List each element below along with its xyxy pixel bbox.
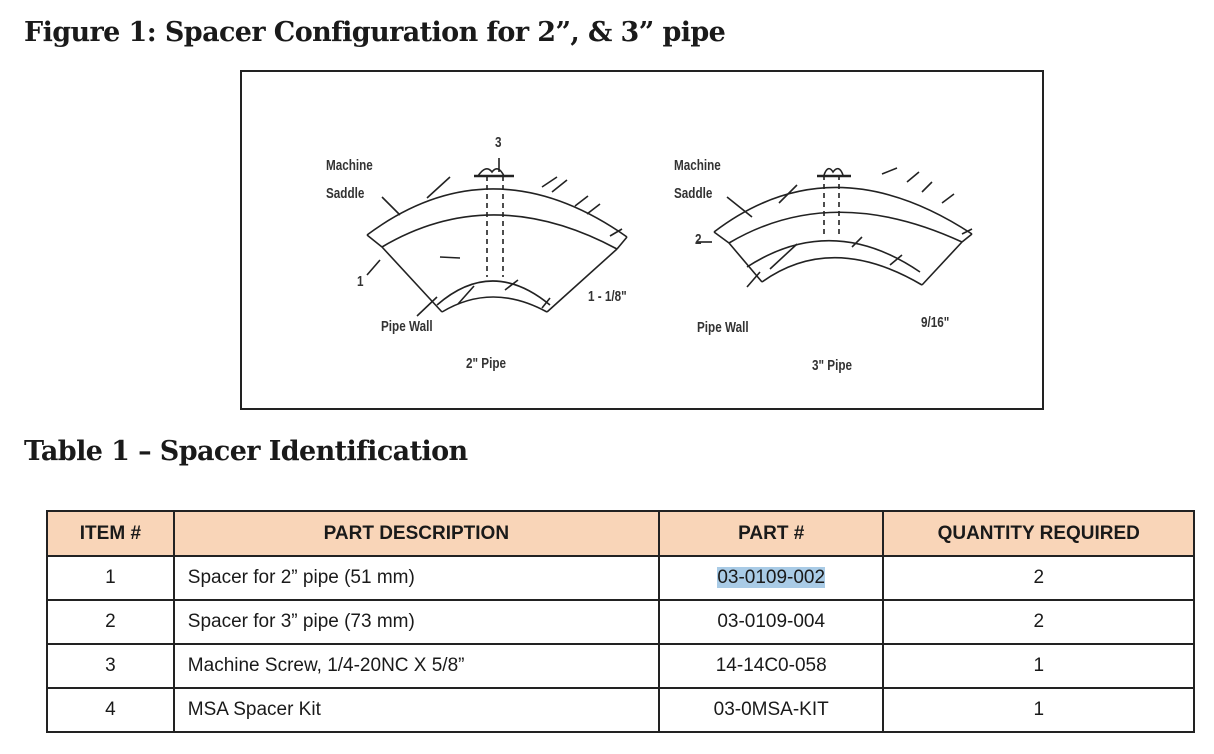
column-header-item: ITEM # <box>46 510 175 557</box>
part-number-cell: 03-0109-002 <box>657 555 885 601</box>
table-row: 2 Spacer for 3” pipe (73 mm) 03-0109-004… <box>46 599 1195 645</box>
spacer-diagram-drawing <box>366 158 973 317</box>
right-label-saddle: Saddle <box>674 185 713 202</box>
right-callout-2: 2 <box>695 231 702 248</box>
table-header-row: ITEM # PART DESCRIPTION PART # QUANTITY … <box>46 510 1195 557</box>
left-label-machine: Machine <box>326 157 373 174</box>
figure-title: Figure 1: Spacer Configuration for 2”, &… <box>24 17 726 48</box>
part-number: 03-0109-004 <box>657 599 885 645</box>
part-description: Spacer for 2” pipe (51 mm) <box>172 555 660 601</box>
spacer-identification-table: ITEM # PART DESCRIPTION PART # QUANTITY … <box>46 510 1195 733</box>
table-row: 1 Spacer for 2” pipe (51 mm) 03-0109-002… <box>46 555 1195 601</box>
right-caption: 3" Pipe <box>812 357 853 374</box>
quantity: 1 <box>882 687 1195 733</box>
table-row: 4 MSA Spacer Kit 03-0MSA-KIT 1 <box>46 687 1195 733</box>
left-pipe-drawing <box>366 158 628 317</box>
quantity: 1 <box>882 643 1195 689</box>
right-dimension: 9/16" <box>921 314 950 331</box>
left-label-saddle: Saddle <box>326 185 365 202</box>
quantity: 2 <box>882 599 1195 645</box>
quantity: 2 <box>882 555 1195 601</box>
item-number: 4 <box>46 687 175 733</box>
part-description: Machine Screw, 1/4-20NC X 5/8” <box>172 643 660 689</box>
column-header-description: PART DESCRIPTION <box>172 510 660 557</box>
column-header-quantity: QUANTITY REQUIRED <box>882 510 1195 557</box>
left-callout-3: 3 <box>495 134 502 151</box>
part-number: 14-14C0-058 <box>657 643 885 689</box>
table-title: Table 1 – Spacer Identification <box>24 436 468 467</box>
left-label-pipe-wall: Pipe Wall <box>381 318 433 335</box>
item-number: 1 <box>46 555 175 601</box>
table-row: 3 Machine Screw, 1/4-20NC X 5/8” 14-14C0… <box>46 643 1195 689</box>
part-description: Spacer for 3” pipe (73 mm) <box>172 599 660 645</box>
figure-diagram: Machine Saddle 3 1 1 - 1/8" Pipe Wall 2"… <box>240 70 1044 410</box>
item-number: 2 <box>46 599 175 645</box>
right-label-machine: Machine <box>674 157 721 174</box>
right-label-pipe-wall: Pipe Wall <box>697 319 749 336</box>
left-dimension: 1 - 1/8" <box>588 288 627 305</box>
part-number-selected[interactable]: 03-0109-002 <box>717 567 826 588</box>
item-number: 3 <box>46 643 175 689</box>
left-caption: 2" Pipe <box>466 355 507 372</box>
right-pipe-drawing <box>697 167 973 288</box>
part-description: MSA Spacer Kit <box>172 687 660 733</box>
left-callout-1: 1 <box>357 273 364 290</box>
column-header-part-number: PART # <box>657 510 885 557</box>
part-number: 03-0MSA-KIT <box>657 687 885 733</box>
